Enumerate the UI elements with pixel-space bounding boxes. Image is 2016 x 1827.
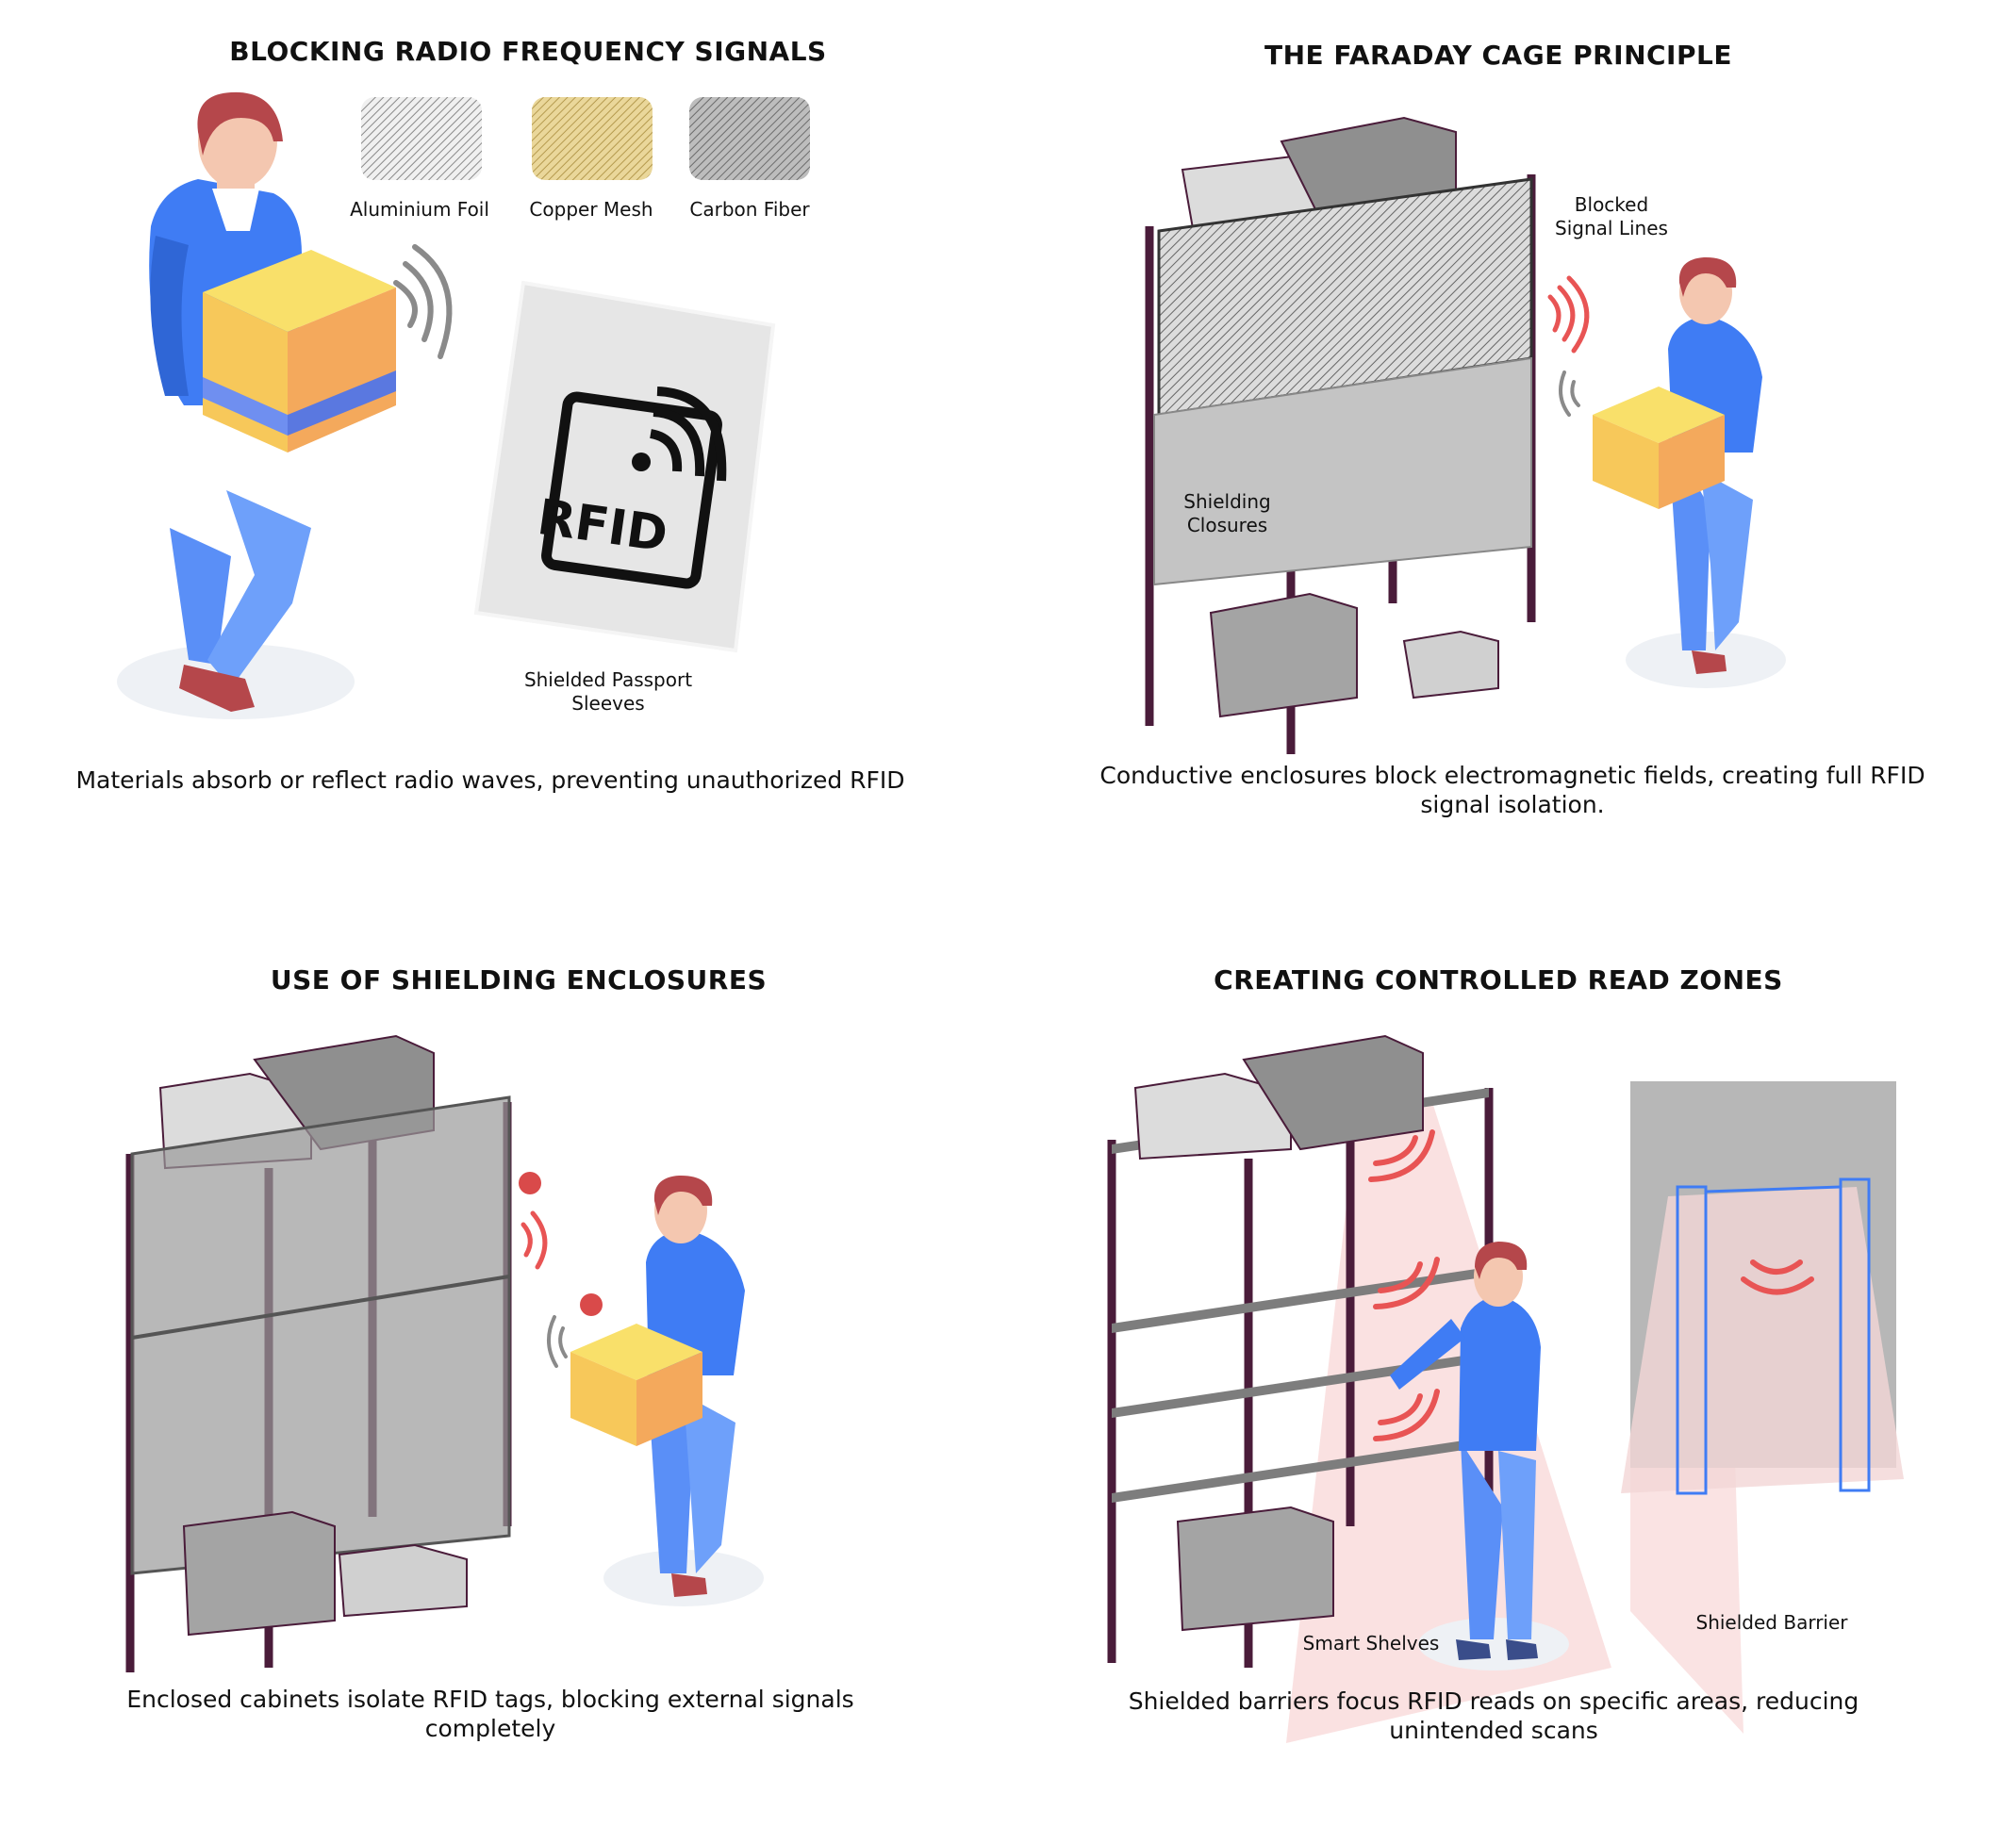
- panel-art: [125, 1034, 764, 1672]
- panel-caption: Enclosed cabinets isolate RFID tags, blo…: [126, 1686, 854, 1742]
- label-shielded-barrier: Shielded Barrier: [1695, 1611, 1848, 1634]
- panel-title: CREATING CONTROLLED READ ZONES: [1214, 964, 1783, 996]
- panel-shielding-enclosures: USE OF SHIELDING ENCLOSURES: [0, 914, 1008, 1827]
- signal-arcs: [393, 244, 453, 359]
- panel-art: [1145, 116, 1786, 754]
- label-smart-shelves: Smart Shelves: [1302, 1632, 1440, 1654]
- panel-art: [117, 91, 810, 719]
- label-shielding-closures: Shielding Closures: [1183, 490, 1271, 536]
- panel-title: THE FARADAY CAGE PRINCIPLE: [1264, 40, 1732, 71]
- panel-art: [1107, 1034, 1904, 1743]
- panel-blocking-rf: BLOCKING RADIO FREQUENCY SIGNALS: [0, 0, 1008, 914]
- swatch-carbon: [689, 97, 810, 180]
- label-copper: Copper Mesh: [529, 198, 653, 221]
- panel-faraday-cage: THE FARADAY CAGE PRINCIPLE: [1008, 0, 2016, 914]
- panel-caption: Conductive enclosures block electromagne…: [1099, 762, 1925, 818]
- label-sleeves: Shielded Passport Sleeves: [523, 668, 693, 715]
- panel-caption: Materials absorb or reflect radio waves,…: [75, 766, 905, 794]
- label-carbon: Carbon Fiber: [689, 198, 810, 221]
- panel-caption: Shielded barriers focus RFID reads on sp…: [1128, 1687, 1859, 1744]
- passport-sleeve: [473, 280, 776, 653]
- label-aluminium: Aluminium Foil: [350, 198, 489, 221]
- panel-title: USE OF SHIELDING ENCLOSURES: [270, 964, 768, 996]
- label-blocked-signal: Blocked Signal Lines: [1555, 193, 1668, 239]
- panel-controlled-read-zones: CREATING CONTROLLED READ ZONES: [1008, 914, 2016, 1827]
- panel-title: BLOCKING RADIO FREQUENCY SIGNALS: [229, 36, 827, 67]
- swatch-aluminium: [361, 97, 482, 180]
- swatch-copper: [532, 97, 653, 180]
- carried-box: [203, 250, 396, 453]
